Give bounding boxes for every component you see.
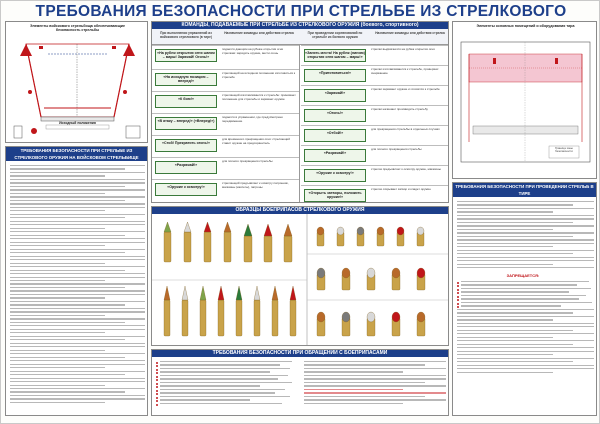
col-header-training: При выполнении упражнений из войскового … <box>160 31 212 39</box>
handling-panel: ТРЕБОВАНИЯ БЕЗОПАСНОСТИ ПРИ ОБРАЩЕНИИ С … <box>151 349 449 416</box>
command-row: «Оружие к осмотру!» стрелок предъявляет … <box>301 165 448 185</box>
col-header-purpose-right: Назначение команды или действия стрелка <box>375 31 445 35</box>
commands-column-headers: При выполнении упражнений из войскового … <box>152 29 448 45</box>
command-label: «На исходную позицию – вперед!» <box>155 73 217 86</box>
command-description: стрелок предъявляет к осмотру оружие, ма… <box>371 167 441 171</box>
command-row: «Огонь!» стрелки начинают производить ст… <box>301 105 448 125</box>
range-rules-header: ТРЕБОВАНИЯ БЕЗОПАСНОСТИ ПРИ СТРЕЛЬБЕ ИЗ … <box>6 147 147 161</box>
command-label: «На рубеж открытия огня шагом – марш! За… <box>155 49 217 62</box>
commands-right-column: «Занять места! На рубеж (линию) открытия… <box>301 45 448 202</box>
command-label: «Открыть затворы, положить оружие!» <box>304 189 366 202</box>
command-label: «Стой! Прекратить огонь!» <box>155 139 217 152</box>
command-description: стрелки изготавливаются к стрельбе, пров… <box>371 67 439 75</box>
forbidden-heading: ЗАПРЕЩАЕТСЯ: <box>506 273 540 278</box>
command-description: для полного прекращения стрельбы <box>371 147 422 151</box>
command-row: «Оружие к осмотру!» стреляющий предъявля… <box>152 179 299 199</box>
command-description: стрелки начинают производить стрельбу <box>371 107 428 111</box>
command-label: «Разряжай!» <box>304 149 366 162</box>
cartridge-group-bottom <box>163 285 297 337</box>
command-row: «Занять места! На рубеж (линию) открытия… <box>301 45 448 65</box>
commands-header: КОМАНДЫ, ПОДАВАЕМЫЕ ПРИ СТРЕЛЬБЕ ИЗ СТРЕ… <box>152 22 448 29</box>
commands-left-column: «На рубеж открытия огня шагом – марш! За… <box>152 45 300 202</box>
command-label: «К бою!» <box>155 95 217 108</box>
col-header-competition: При проведении соревнований по стрельбе … <box>307 31 363 39</box>
command-description: для прекращения стрельбы в отдельных слу… <box>371 127 440 131</box>
indoor-rules-text-bottom <box>457 281 594 375</box>
range-diagram <box>13 43 141 139</box>
command-row: «Приготовиться!» стрелки изготавливаются… <box>301 65 448 85</box>
range-rules-panel: ТРЕБОВАНИЯ БЕЗОПАСНОСТИ ПРИ СТРЕЛЬБЕ ИЗ … <box>5 146 148 416</box>
command-row: «Разряжай!» для полного прекращения стре… <box>152 157 299 177</box>
command-description: стреляющий на исходном положении изготов… <box>222 71 296 79</box>
command-row: «Стой! Прекратить огонь!» для временного… <box>152 135 299 155</box>
safety-zone-label: Граница зоны безопасности <box>555 146 573 154</box>
command-description: стреляющий изготавливается к стрельбе: п… <box>222 93 296 101</box>
indoor-rules-panel: ТРЕБОВАНИЯ БЕЗОПАСНОСТИ ПРИ ПРОВЕДЕНИИ С… <box>452 182 597 416</box>
command-row: «Разряжай!» для полного прекращения стре… <box>301 145 448 165</box>
command-label: «Оружие к осмотру!» <box>155 183 217 196</box>
ammo-illustrations <box>152 214 448 345</box>
handling-text-right <box>304 361 446 406</box>
command-label: «Приготовиться!» <box>304 69 366 82</box>
range-diagram-caption: Элементы войскового стрельбища обеспечив… <box>30 24 125 33</box>
ammo-header: ОБРАЗЦЫ БОЕПРИПАСОВ СТРЕЛКОВОГО ОРУЖИЯ <box>152 207 448 214</box>
command-description: подается в упражнении, где предусмотрено… <box>222 115 283 123</box>
command-row: «На рубеж открытия огня шагом – марш! За… <box>152 45 299 65</box>
handling-text-left <box>156 361 296 406</box>
handling-header: ТРЕБОВАНИЯ БЕЗОПАСНОСТИ ПРИ ОБРАЩЕНИИ С … <box>152 350 448 357</box>
command-row: «На исходную позицию – вперед!» стреляющ… <box>152 69 299 89</box>
command-description: для временного прекращения огня: стреляю… <box>222 137 290 145</box>
range-diagram-panel: Элементы войскового стрельбища обеспечив… <box>5 21 148 143</box>
indoor-rules-header: ТРЕБОВАНИЯ БЕЗОПАСНОСТИ ПРИ ПРОВЕДЕНИИ С… <box>453 183 596 197</box>
col-header-purpose-left: Назначение команды или действия стрелка <box>224 31 294 35</box>
range-rules-text <box>10 165 145 405</box>
command-row: «К бою!» стреляющий изготавливается к ст… <box>152 91 299 111</box>
command-label: «Отбой!» <box>304 129 366 142</box>
indoor-range-diagram <box>460 41 591 163</box>
command-description: для полного прекращения стрельбы <box>222 159 273 163</box>
command-label: «В атаку – вперед!» («Вперед!») <box>155 117 217 130</box>
command-description: подается дающим на рубеже открытия огня … <box>222 47 284 55</box>
indoor-range-caption: Элементы основных помещений и оборудован… <box>476 24 575 28</box>
command-row: «Открыть затворы, положить оружие!» стре… <box>301 185 448 202</box>
command-row: «Заряжай!» стрелки заряжают оружие и гот… <box>301 85 448 105</box>
commands-panel: КОМАНДЫ, ПОДАВАЕМЫЕ ПРИ СТРЕЛЬБЕ ИЗ СТРЕ… <box>151 21 449 203</box>
command-row: «В атаку – вперед!» («Вперед!») подается… <box>152 113 299 133</box>
command-label: «Заряжай!» <box>304 89 366 102</box>
command-label: «Разряжай!» <box>155 161 217 174</box>
command-label: «Оружие к осмотру!» <box>304 169 366 182</box>
ammo-panel: ОБРАЗЦЫ БОЕПРИПАСОВ СТРЕЛКОВОГО ОРУЖИЯ <box>151 206 449 346</box>
cartridge-group-top <box>163 221 293 263</box>
indoor-rules-text-top <box>457 201 594 271</box>
command-description: стрелок открывает затвор и кладет оружие <box>371 187 431 191</box>
command-label: «Огонь!» <box>304 109 366 122</box>
command-description: стреляющий предъявляет к осмотру патронн… <box>222 181 289 189</box>
pistol-cartridges <box>316 226 426 337</box>
command-description: стрелки заряжают оружие и готовятся к ст… <box>371 87 440 91</box>
command-label: «Занять места! На рубеж (линию) открытия… <box>304 49 366 62</box>
start-position-label: Исходный положения <box>59 121 96 125</box>
command-description: стрелки выдвигаются на рубеж открытия ог… <box>371 47 435 51</box>
indoor-range-panel: Элементы основных помещений и оборудован… <box>452 21 597 179</box>
command-row: «Отбой!» для прекращения стрельбы в отде… <box>301 125 448 145</box>
